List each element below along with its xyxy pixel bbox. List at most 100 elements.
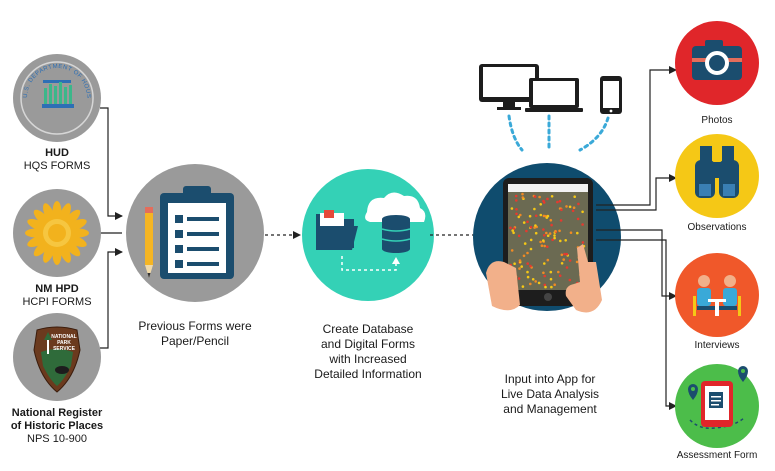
flower-petal [33,239,51,257]
national-register-subtitle: NPS 10-900 [27,433,87,445]
map-point [511,229,514,232]
map-point [517,277,521,280]
map-point [560,208,563,212]
national-register-label: National Register of Historic Places NPS… [2,407,112,446]
map-point [581,210,584,214]
map-point [573,195,576,198]
map-point [522,221,526,224]
output-connectors [596,66,677,410]
desktop-monitor-icon [479,64,539,110]
hud-seal-icon: U.S. DEPARTMENT OF HOUSING AND URBAN DEV… [0,0,101,142]
map-point [510,249,514,252]
map-point [509,226,512,230]
map-point [559,219,563,222]
flower-petal [52,201,62,223]
map-point [559,239,562,243]
nps-badge-line-3: SERVICE [53,346,76,352]
map-point [539,203,542,206]
map-point [533,207,536,211]
map-point [515,212,518,216]
flower-petal [27,219,48,231]
clipboard-icon [126,164,264,302]
map-point [529,238,533,242]
map-point [534,224,537,227]
map-point [542,271,545,275]
tablet-app-icon [473,163,621,313]
nps-badge-line-2: PARK [57,340,71,346]
map-point [514,194,518,198]
map-point [517,215,521,219]
step-previous-forms-caption: Previous Forms were Paper/Pencil [138,319,252,348]
hud-subtitle: HQS FORMS [23,160,91,172]
map-point [540,244,544,247]
map-point [542,199,545,203]
map-point [538,195,541,199]
step-create-database-caption: Create Database and Digital Forms with I… [314,322,422,381]
map-point [545,231,548,235]
map-point [543,283,547,287]
map-point [576,217,580,221]
flower-petal [43,203,55,224]
map-point [520,265,523,268]
nps-arrowhead-icon: NATIONAL PARK SERVICE [13,313,101,401]
map-point [581,241,585,244]
step-input-app-caption: Input into App for Live Data Analysis an… [500,372,600,416]
map-point [521,196,525,199]
map-point [568,278,572,282]
map-point [542,228,545,231]
map-point [526,275,530,279]
map-point [526,270,529,274]
flower-petal [63,239,81,257]
database-folder-icon [302,169,434,301]
map-point [518,267,521,270]
flower-petal [33,209,51,227]
map-point [560,262,564,265]
flower-petal [66,235,87,247]
flower-petal [27,235,48,247]
map-point [564,239,567,242]
map-point [560,253,564,257]
map-point [543,262,546,265]
map-point [512,227,516,230]
map-point [549,270,553,274]
map-point [558,199,562,203]
camera-icon [675,21,759,105]
map-point [553,234,556,237]
map-point [568,205,572,209]
map-point [542,239,545,242]
map-point [510,207,514,210]
map-point [526,251,529,255]
map-point [546,258,550,262]
map-point [534,231,538,235]
map-point [515,199,518,202]
map-point [522,254,526,258]
map-point [554,229,557,233]
map-point [521,285,525,288]
flower-petal [59,242,71,263]
map-point [529,247,533,251]
map-point [528,214,532,218]
map-point [581,223,584,226]
national-register-title-line-1: National Register [11,407,103,419]
map-point [545,216,549,219]
binoculars-icon [675,134,759,218]
nm-hpd-flower-icon [13,189,101,277]
map-point [529,264,532,268]
interview-icon [675,253,759,337]
map-point [515,208,518,211]
map-point [531,278,535,281]
hud-title: HUD [45,147,69,159]
map-point [558,229,561,233]
pencil-icon [145,207,153,278]
map-point [517,234,521,238]
map-point [526,220,529,224]
map-point [575,260,579,264]
map-point [513,262,516,266]
map-point [565,205,568,208]
flower-petal [25,228,47,238]
map-point [550,223,553,227]
map-point [546,197,549,201]
map-point [569,231,573,234]
nm-hpd-title: NM HPD [35,283,79,295]
